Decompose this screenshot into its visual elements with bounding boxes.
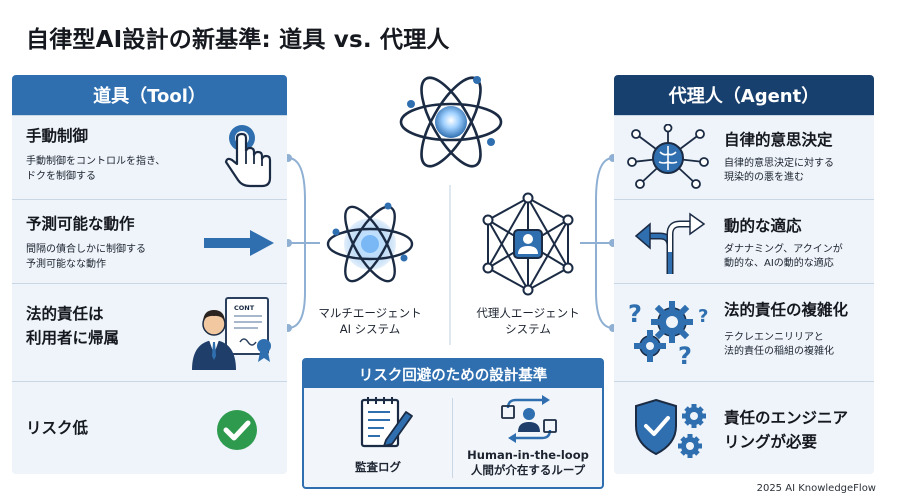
tool-row-predictable: 予測可能な動作 間隔の債合しかに制御する 予測可能なな動作 <box>12 199 287 284</box>
row-desc-line1: 間隔の債合しかに制御する <box>26 244 146 255</box>
row-desc-line2: 予測可能なな動作 <box>26 259 106 270</box>
agent-panel: 代理人（Agent） 自律的意思決定 自律的意思決定に対する 現染的の悪を進む <box>614 75 874 474</box>
risk-criteria-box: リスク回避のための設計基準 監査ログ Human-in-the-loop 人間が… <box>302 358 604 489</box>
row-title: 法的責任は <box>26 305 104 323</box>
row-desc-line1: テクレエンニリリアと <box>724 332 824 343</box>
tool-row-manual-control: 手動制御 手動制御をコントロルを指き、 ドクを制御する <box>12 115 287 200</box>
row-desc-line2: 動的な、AIの動的な適応 <box>724 258 834 269</box>
proxy-agent-label: 代理人エージェント システム <box>468 305 588 337</box>
row-desc-line2: 法的責任の稲組の複雑化 <box>724 346 834 357</box>
row-title-line2: リングが必要 <box>724 433 818 451</box>
agent-row-legal-complexity: ? ? ? 法的責任の複雑化 テクレエンニリリアと 法的責任の稲組の複雑化 <box>614 283 874 382</box>
brain-network-icon <box>626 124 710 192</box>
tool-row-legal-liability: 法的責任は 利用者に帰属 CONT <box>12 283 287 382</box>
row-title: 責任のエンジニア <box>724 409 849 427</box>
row-desc-line2: 現染的の悪を進む <box>724 172 804 183</box>
atom-top-icon <box>395 68 507 176</box>
agent-network-icon <box>480 192 576 296</box>
risk-divider <box>452 398 453 478</box>
human-loop-label-line2: 人間が介在するループ <box>470 463 586 477</box>
audit-log-label: 監査ログ <box>355 460 401 474</box>
tool-row-low-risk: リスク低 <box>12 381 287 475</box>
human-loop-label: Human-in-the-loop 人間が介在するループ <box>454 448 602 478</box>
human-loop-icon <box>498 394 560 444</box>
human-loop-label-line1: Human-in-the-loop <box>467 448 589 462</box>
svg-text:?: ? <box>698 306 708 327</box>
svg-text:?: ? <box>678 342 692 368</box>
user-contract-icon: CONT <box>188 294 280 376</box>
tool-panel: 道具（Tool） 手動制御 手動制御をコントロルを指き、 ドクを制御する 予測可… <box>12 75 287 474</box>
row-title: 手動制御 <box>26 127 89 145</box>
tool-panel-header: 道具（Tool） <box>12 75 287 115</box>
row-title: 動的な適応 <box>724 217 802 235</box>
svg-text:?: ? <box>628 300 642 328</box>
row-title: 法的責任の複雑化 <box>724 301 849 319</box>
gears-question-icon: ? ? ? <box>626 298 712 368</box>
agent-row-responsibility: 責任のエンジニア リングが必要 <box>614 381 874 475</box>
row-title: 予測可能な動作 <box>26 215 135 233</box>
agent-panel-header: 代理人（Agent） <box>614 75 874 115</box>
multi-agent-label-line2: AI システム <box>339 322 401 336</box>
page-title: 自律型AI設計の新基準: 道具 vs. 代理人 <box>26 27 450 53</box>
multi-agent-label: マルチエージェント AI システム <box>314 305 426 337</box>
footer-credit: 2025 AI KnowledgeFlow <box>756 483 876 494</box>
check-circle-icon <box>215 408 259 452</box>
audit-log-icon <box>356 394 414 452</box>
agent-row-autonomous: 自律的意思決定 自律的意思決定に対する 現染的の悪を進む <box>614 115 874 200</box>
proxy-agent-label-line1: 代理人エージェント <box>476 306 580 320</box>
split-arrows-icon <box>632 212 708 276</box>
multi-agent-atom-icon <box>322 192 418 296</box>
proxy-agent-label-line2: システム <box>505 322 551 336</box>
svg-text:CONT: CONT <box>234 304 255 312</box>
multi-agent-label-line1: マルチエージェント <box>318 306 422 320</box>
row-title-line2: 利用者に帰属 <box>26 329 120 347</box>
row-desc-line1: ダナナミング、アクインが <box>724 244 843 255</box>
shield-gears-icon <box>632 396 712 462</box>
hand-pointer-icon <box>218 122 276 194</box>
row-desc-line1: 手動制御をコントロルを指き、 <box>26 156 166 167</box>
row-title: 自律的意思決定 <box>724 131 833 149</box>
row-title: リスク低 <box>26 419 89 437</box>
risk-criteria-header: リスク回避のための設計基準 <box>304 360 602 388</box>
row-desc-line2: ドクを制御する <box>26 171 96 182</box>
row-desc-line1: 自律的意思決定に対する <box>724 158 834 169</box>
arrow-right-icon <box>202 228 276 258</box>
agent-row-dynamic: 動的な適応 ダナナミング、アクインが 動的な、AIの動的な適応 <box>614 199 874 284</box>
